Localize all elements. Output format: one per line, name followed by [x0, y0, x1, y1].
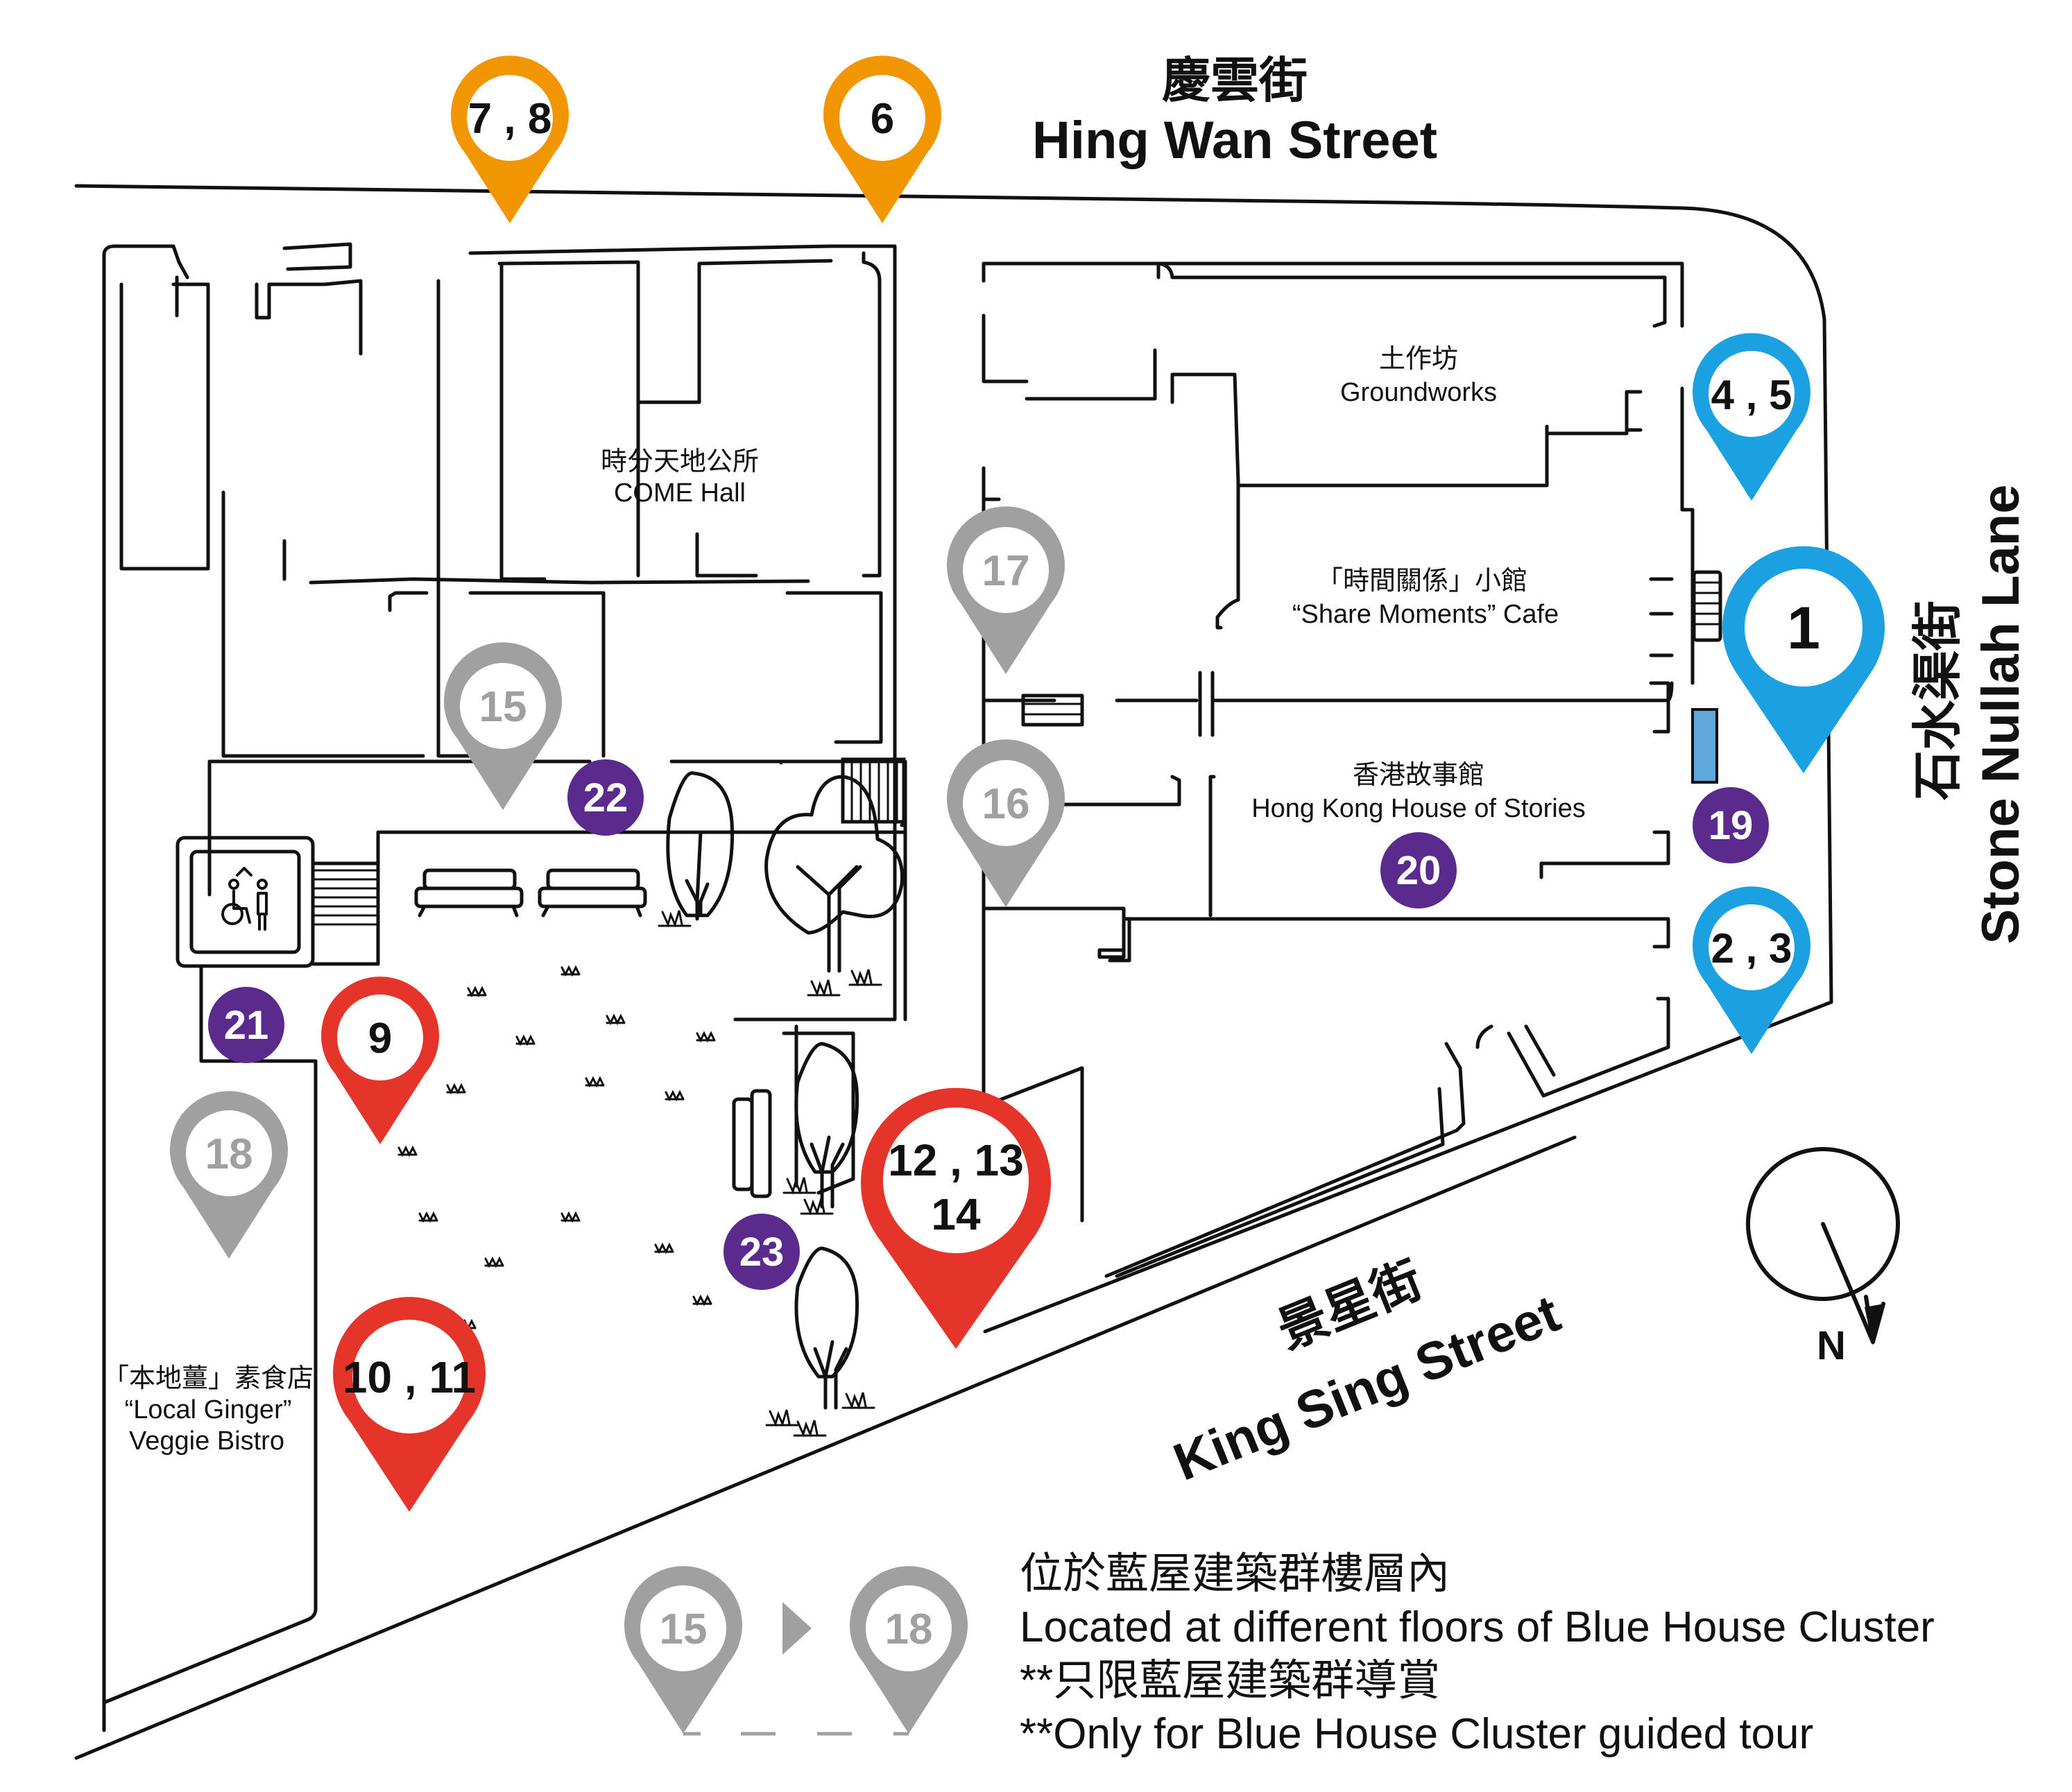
marker-19[interactable]: 19 — [1693, 787, 1769, 863]
accessible-lift-icon — [221, 867, 268, 931]
legend: 15 18 位於藍屋建築群樓層內 Located at different fl… — [624, 1550, 1935, 1758]
pin-4-5[interactable]: 4 , 5 — [1693, 333, 1810, 501]
label-share-moments-zh: 「時間關係」小館 — [1317, 567, 1527, 596]
legend-line-3: **只限藍屋建築群導賞 — [1020, 1657, 1440, 1705]
svg-text:19: 19 — [1709, 803, 1754, 848]
legend-line-2: Located at different floors of Blue Hous… — [1020, 1603, 1935, 1651]
svg-text:7 , 8: 7 , 8 — [468, 95, 552, 143]
svg-text:22: 22 — [583, 775, 628, 820]
tree-icon — [666, 771, 735, 921]
compass-needle — [1821, 1222, 1875, 1344]
svg-text:16: 16 — [982, 780, 1030, 828]
svg-text:6: 6 — [871, 95, 894, 143]
marker-20[interactable]: 20 — [1380, 832, 1457, 908]
street-name-hing-wan-en: Hing Wan Street — [1032, 111, 1437, 170]
pin-1[interactable]: 1 — [1722, 546, 1885, 773]
pin-9[interactable]: 9 — [321, 976, 439, 1144]
svg-text:18: 18 — [205, 1130, 253, 1178]
label-local-ginger-en1: “Local Ginger” — [125, 1395, 292, 1424]
svg-text:23: 23 — [739, 1230, 785, 1275]
svg-text:21: 21 — [224, 1003, 269, 1048]
legend-pin-18: 18 — [850, 1566, 968, 1734]
tree-icon — [794, 1246, 859, 1410]
svg-text:20: 20 — [1396, 848, 1441, 893]
svg-text:17: 17 — [982, 547, 1030, 595]
bench-icon — [414, 868, 524, 917]
pin-17[interactable]: 17 — [947, 506, 1065, 674]
label-groundworks-en: Groundworks — [1340, 378, 1497, 407]
svg-text:4 , 5: 4 , 5 — [1711, 372, 1792, 418]
pin-18[interactable]: 18 — [170, 1091, 288, 1259]
grass-tufts — [397, 910, 882, 1438]
legend-pin-15: 15 — [624, 1566, 742, 1734]
legend-line-1: 位於藍屋建築群樓層內 — [1020, 1550, 1450, 1598]
street-name-stone-nullah-zh: 石水渠街 — [1908, 601, 1967, 800]
svg-text:14: 14 — [931, 1189, 981, 1239]
label-hk-house-of-stories-zh: 香港故事館 — [1353, 761, 1484, 790]
blue-marker-block — [1691, 708, 1718, 784]
legend-line-4: **Only for Blue House Cluster guided tou… — [1020, 1710, 1813, 1758]
pin-2-3[interactable]: 2 , 3 — [1693, 886, 1811, 1054]
compass: N — [1746, 1147, 1900, 1368]
svg-text:10 , 11: 10 , 11 — [343, 1352, 476, 1402]
compass-label: N — [1817, 1323, 1846, 1368]
pin-10-11[interactable]: 10 , 11 — [332, 1297, 486, 1512]
street-name-stone-nullah-en: Stone Nullah Lane — [1971, 485, 2030, 945]
pin-16[interactable]: 16 — [947, 739, 1065, 907]
label-come-hall-en: COME Hall — [614, 479, 746, 508]
pin-15[interactable]: 15 — [444, 642, 562, 810]
label-hk-house-of-stories-en: Hong Kong House of Stories — [1251, 794, 1586, 823]
bench-icon — [732, 1089, 772, 1198]
marker-22[interactable]: 22 — [567, 759, 644, 836]
label-local-ginger-zh: 「本地薑」素食店 — [103, 1364, 314, 1393]
street-outlines — [74, 184, 1833, 1760]
garden — [221, 771, 905, 1410]
street-name-hing-wan-zh: 慶雲街 — [1162, 52, 1308, 109]
pin-7-8[interactable]: 7 , 8 — [451, 55, 570, 223]
label-groundworks-zh: 土作坊 — [1379, 345, 1458, 374]
svg-text:18: 18 — [885, 1605, 933, 1653]
tree-icon — [764, 775, 905, 973]
tree-icon — [794, 1042, 859, 1209]
label-local-ginger-en2: Veggie Bistro — [129, 1427, 284, 1456]
pin-6[interactable]: 6 — [823, 55, 941, 223]
arrow-right-icon — [782, 1602, 812, 1655]
svg-text:9: 9 — [368, 1015, 392, 1062]
stair-lines-2 — [841, 757, 906, 824]
label-come-hall-zh: 時分天地公所 — [601, 447, 759, 476]
bench-icon — [538, 868, 647, 917]
svg-text:12 , 13: 12 , 13 — [888, 1135, 1024, 1185]
svg-text:15: 15 — [479, 683, 527, 731]
label-share-moments-en: “Share Moments” Cafe — [1292, 600, 1559, 629]
stair-lines — [313, 869, 378, 926]
marker-21[interactable]: 21 — [208, 987, 284, 1063]
svg-text:2 , 3: 2 , 3 — [1711, 925, 1792, 972]
pin-12-13-14[interactable]: 12 , 13 14 — [861, 1087, 1051, 1349]
svg-text:15: 15 — [660, 1605, 708, 1653]
svg-text:1: 1 — [1787, 595, 1820, 662]
left-building-walls — [102, 242, 907, 1732]
marker-23[interactable]: 23 — [724, 1214, 800, 1290]
